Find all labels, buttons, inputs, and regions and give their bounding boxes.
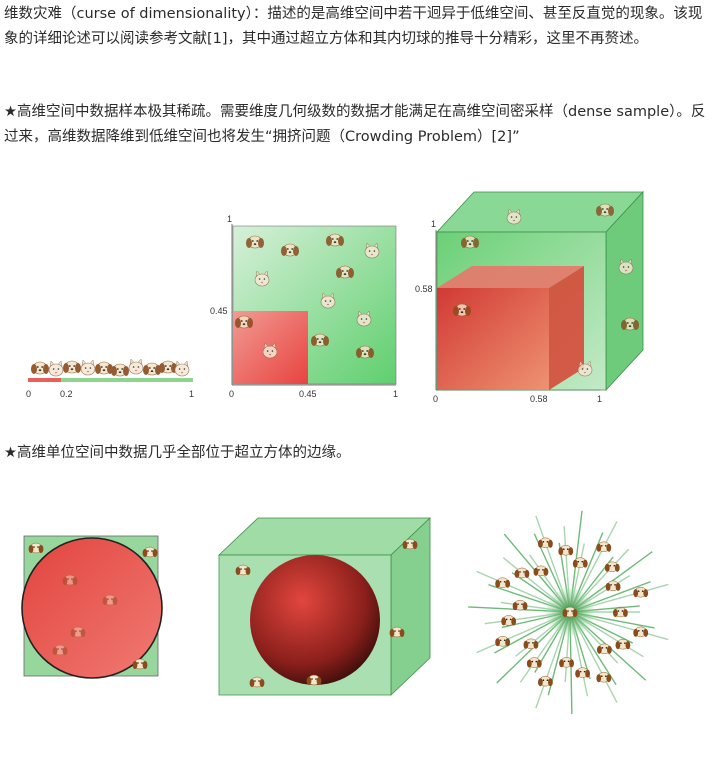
square-tick-y1: 1	[227, 214, 232, 224]
cube-sphere-panel	[217, 517, 432, 696]
square-tick-x045: 0.45	[299, 389, 317, 399]
edges-figure	[21, 510, 669, 714]
square-circle-panel	[21, 535, 163, 679]
spiky-ball-panel	[468, 510, 669, 714]
sparsity-paragraph: ★高维空间中数据样本极其稀疏。需要维度几何级数的数据才能满足在高维空间密采样（d…	[4, 104, 706, 145]
cube-tick-x1: 1	[597, 394, 602, 404]
line-tick-1: 1	[189, 389, 194, 399]
cube-tick-x0: 0	[433, 394, 438, 404]
cube-tick-y1: 1	[431, 219, 436, 229]
line-tick-0: 0	[26, 389, 31, 399]
line-panel: 0 0.2 1	[26, 358, 194, 399]
square-tick-x0: 0	[229, 389, 234, 399]
line-tick-0-2: 0.2	[60, 389, 73, 399]
cube-panel: 1 0.58 0 0.58 1	[415, 190, 644, 404]
edges-paragraph: ★高维单位空间中数据几乎全部位于超立方体的边缘。	[4, 445, 351, 461]
cube-tick-x058: 0.58	[530, 394, 548, 404]
square-tick-x1: 1	[393, 389, 398, 399]
cube-tick-y058: 0.58	[415, 284, 433, 294]
sparsity-figure: 0 0.2 1 1 0.45 0 0.45 1	[26, 190, 644, 404]
square-tick-y045: 0.45	[210, 306, 228, 316]
intro-paragraph: 维数灾难（curse of dimensionality）：描述的是高维空间中若…	[4, 6, 703, 47]
square-panel: 1 0.45 0 0.45 1	[210, 214, 398, 399]
